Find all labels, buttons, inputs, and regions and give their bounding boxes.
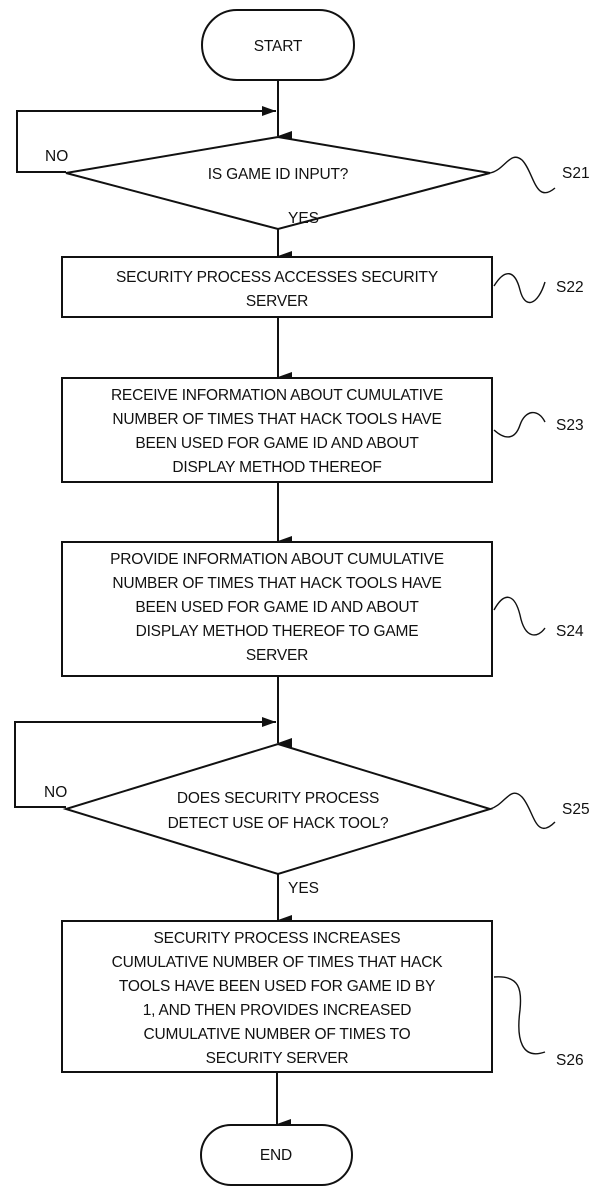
s22-line-1: SERVER: [246, 293, 308, 310]
s21-leader: [490, 157, 555, 193]
s24-line-3: DISPLAY METHOD THEREOF TO GAME: [136, 623, 419, 640]
s26-line-0: SECURITY PROCESS INCREASES: [154, 930, 401, 947]
s26-line-5: SECURITY SERVER: [206, 1050, 349, 1067]
process-s26: SECURITY PROCESS INCREASES CUMULATIVE NU…: [62, 921, 492, 1072]
decision-s21: IS GAME ID INPUT?: [66, 137, 490, 229]
s25-line-1: DETECT USE OF HACK TOOL?: [168, 815, 389, 832]
process-s22: SECURITY PROCESS ACCESSES SECURITY SERVE…: [62, 257, 492, 317]
s25-leader: [490, 793, 555, 828]
s23-leader: [494, 413, 545, 437]
s26-line-2: TOOLS HAVE BEEN USED FOR GAME ID BY: [119, 978, 435, 995]
start-terminal: START: [202, 10, 354, 80]
s24-line-2: BEEN USED FOR GAME ID AND ABOUT: [135, 599, 419, 616]
s24-line-0: PROVIDE INFORMATION ABOUT CUMULATIVE: [110, 551, 444, 568]
s23-line-1: NUMBER OF TIMES THAT HACK TOOLS HAVE: [112, 411, 441, 428]
s24-leader: [494, 597, 545, 635]
s25-line-0: DOES SECURITY PROCESS: [177, 790, 379, 807]
s24-line-4: SERVER: [246, 647, 308, 664]
s23-ref: S23: [556, 417, 584, 434]
s25-no-label: NO: [44, 784, 67, 801]
s26-line-1: CUMULATIVE NUMBER OF TIMES THAT HACK: [112, 954, 444, 971]
s23-line-3: DISPLAY METHOD THEREOF: [172, 459, 381, 476]
s21-yes-label: YES: [288, 210, 319, 227]
end-terminal: END: [201, 1125, 352, 1185]
decision-s25: DOES SECURITY PROCESS DETECT USE OF HACK…: [66, 744, 490, 874]
s23-line-0: RECEIVE INFORMATION ABOUT CUMULATIVE: [111, 387, 443, 404]
end-label: END: [260, 1147, 292, 1164]
s22-ref: S22: [556, 279, 584, 296]
s24-ref: S24: [556, 623, 584, 640]
process-s24: PROVIDE INFORMATION ABOUT CUMULATIVE NUM…: [62, 542, 492, 676]
s26-leader: [494, 977, 545, 1054]
s24-line-1: NUMBER OF TIMES THAT HACK TOOLS HAVE: [112, 575, 441, 592]
s22-line-0: SECURITY PROCESS ACCESSES SECURITY: [116, 269, 438, 286]
s22-leader: [494, 274, 545, 303]
s25-yes-label: YES: [288, 880, 319, 897]
s26-ref: S26: [556, 1052, 584, 1069]
s25-ref: S25: [562, 801, 590, 818]
start-label: START: [254, 38, 303, 55]
s26-line-4: CUMULATIVE NUMBER OF TIMES TO: [144, 1026, 411, 1043]
s26-line-3: 1, AND THEN PROVIDES INCREASED: [143, 1002, 411, 1019]
process-s23: RECEIVE INFORMATION ABOUT CUMULATIVE NUM…: [62, 378, 492, 482]
s21-line-0: IS GAME ID INPUT?: [208, 166, 349, 183]
s21-no-label: NO: [45, 148, 68, 165]
s23-line-2: BEEN USED FOR GAME ID AND ABOUT: [135, 435, 419, 452]
s21-ref: S21: [562, 165, 590, 182]
